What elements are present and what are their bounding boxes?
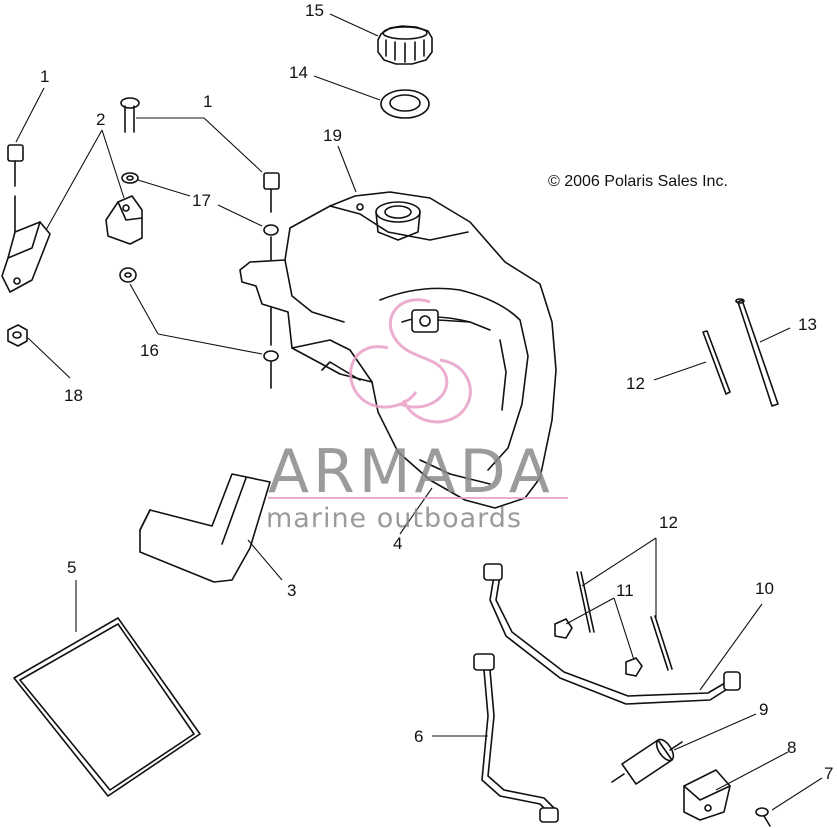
callout-12-upper: 12 [626,374,645,393]
callout-18: 18 [64,386,83,405]
leader-lines [15,13,823,811]
part-8-filter-bracket [683,769,731,821]
watermark-accent-line [268,497,568,499]
callout-7: 7 [824,764,833,783]
part-13-rod [735,298,779,407]
callout-1-left: 1 [40,67,49,86]
copyright-notice: © 2006 Polaris Sales Inc. [548,173,728,190]
watermark-tagline: marine outboards [266,503,522,534]
part-7-screw [755,807,771,827]
part-12-pin-right [650,615,673,671]
part-2-bracket-left [1,221,51,293]
part-3-hose [139,473,271,583]
callout-12-lower: 12 [659,513,678,532]
part-1-bolt-top [120,97,140,133]
callout-1-center: 1 [203,92,212,111]
callout-9: 9 [759,700,768,719]
callout-8: 8 [787,738,796,757]
callout-19: 19 [323,126,342,145]
callout-17: 17 [192,191,211,210]
part-17-washer-left [121,172,139,184]
callout-14: 14 [289,63,308,82]
part-18-nut [7,324,28,347]
callout-6: 6 [414,727,423,746]
watermark-brand: ARMADA [268,437,554,507]
callout-10: 10 [755,579,774,598]
part-11-clip-lower [625,657,643,677]
callout-13: 13 [798,315,817,334]
callout-15: 15 [305,1,324,20]
callout-3: 3 [287,581,296,600]
callout-labels: 15 14 1 1 2 17 19 16 18 13 12 12 11 10 9… [40,1,833,783]
part-2-bracket-right [105,195,143,245]
part-5-pad [13,617,201,797]
part-15-fuel-cap [377,25,433,65]
watermark: ARMADA marine outboards [266,298,568,534]
callout-2: 2 [96,110,105,129]
callout-5: 5 [67,558,76,577]
part-12-pin-left [576,571,595,633]
callout-11: 11 [616,581,634,600]
watermark-logo-mark [349,298,472,424]
part-6-vent-line [473,653,559,823]
part-19-fuel-tank [239,191,557,509]
part-14-gasket [380,89,430,119]
part-10-fuel-line [483,563,741,705]
part-1-bolt-left [7,144,24,233]
callout-16: 16 [140,341,159,360]
part-11-clip-upper [554,618,573,639]
callout-4: 4 [393,534,402,553]
part-9-fuel-filter [611,738,683,785]
part-16-washer-left [119,267,137,283]
part-12-rod-upper [702,330,731,395]
